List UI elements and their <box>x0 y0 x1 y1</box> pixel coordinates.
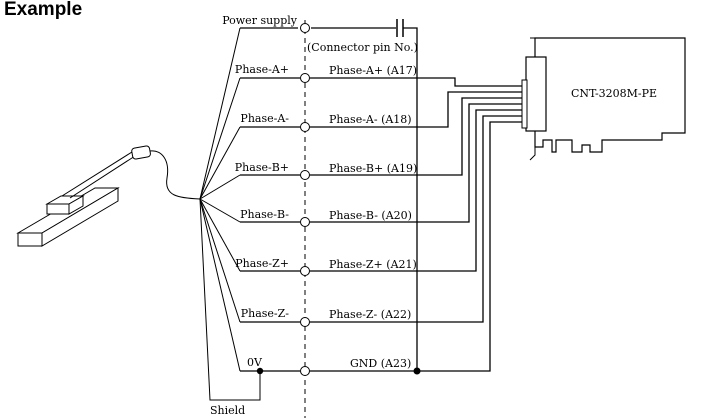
pin-label-a23: GND (A23) <box>350 357 411 370</box>
label-phase-a-plus: Phase-A+ <box>235 63 289 76</box>
capacitor-icon <box>396 19 404 37</box>
label-0v: 0V <box>247 356 263 369</box>
terminal-a20 <box>300 217 310 227</box>
label-power-supply: Power supply <box>222 14 298 27</box>
pcie-board-icon <box>521 37 686 161</box>
junction-dot-gnd <box>413 367 421 375</box>
pin-label-a19: Phase-B+ (A19) <box>329 162 417 175</box>
encoder-cable-fanout <box>199 27 261 401</box>
label-shield: Shield <box>210 404 245 417</box>
pin-label-a17: Phase-A+ (A17) <box>329 64 417 77</box>
linear-encoder-icon <box>16 145 201 247</box>
label-phase-z-minus: Phase-Z- <box>241 307 290 320</box>
connector-pin-header: (Connector pin No.) <box>307 41 418 54</box>
ferrite-core-icon <box>131 145 151 160</box>
terminal-a22 <box>300 317 310 327</box>
board-name: CNT-3208M-PE <box>571 87 657 100</box>
terminal-a17 <box>300 73 310 83</box>
label-phase-z-plus: Phase-Z+ <box>235 257 289 270</box>
pin-label-a21: Phase-Z+ (A21) <box>329 258 417 271</box>
label-phase-a-minus: Phase-A- <box>240 112 289 125</box>
junction-dot-shield <box>256 367 264 375</box>
terminal-circles <box>300 23 310 376</box>
terminal-a19 <box>300 170 310 180</box>
page-title: Example <box>4 0 82 20</box>
pin-label-a20: Phase-B- (A20) <box>329 209 412 222</box>
terminal-a18 <box>300 122 310 132</box>
pin-label-a18: Phase-A- (A18) <box>329 113 412 126</box>
terminal-a21 <box>300 266 310 276</box>
terminal-power <box>300 23 310 33</box>
label-phase-b-minus: Phase-B- <box>240 208 289 221</box>
phase-wires <box>240 27 526 372</box>
terminal-a23 <box>300 366 310 376</box>
pin-label-a22: Phase-Z- (A22) <box>329 308 411 321</box>
label-phase-b-plus: Phase-B+ <box>235 161 289 174</box>
board-connector <box>525 56 547 132</box>
